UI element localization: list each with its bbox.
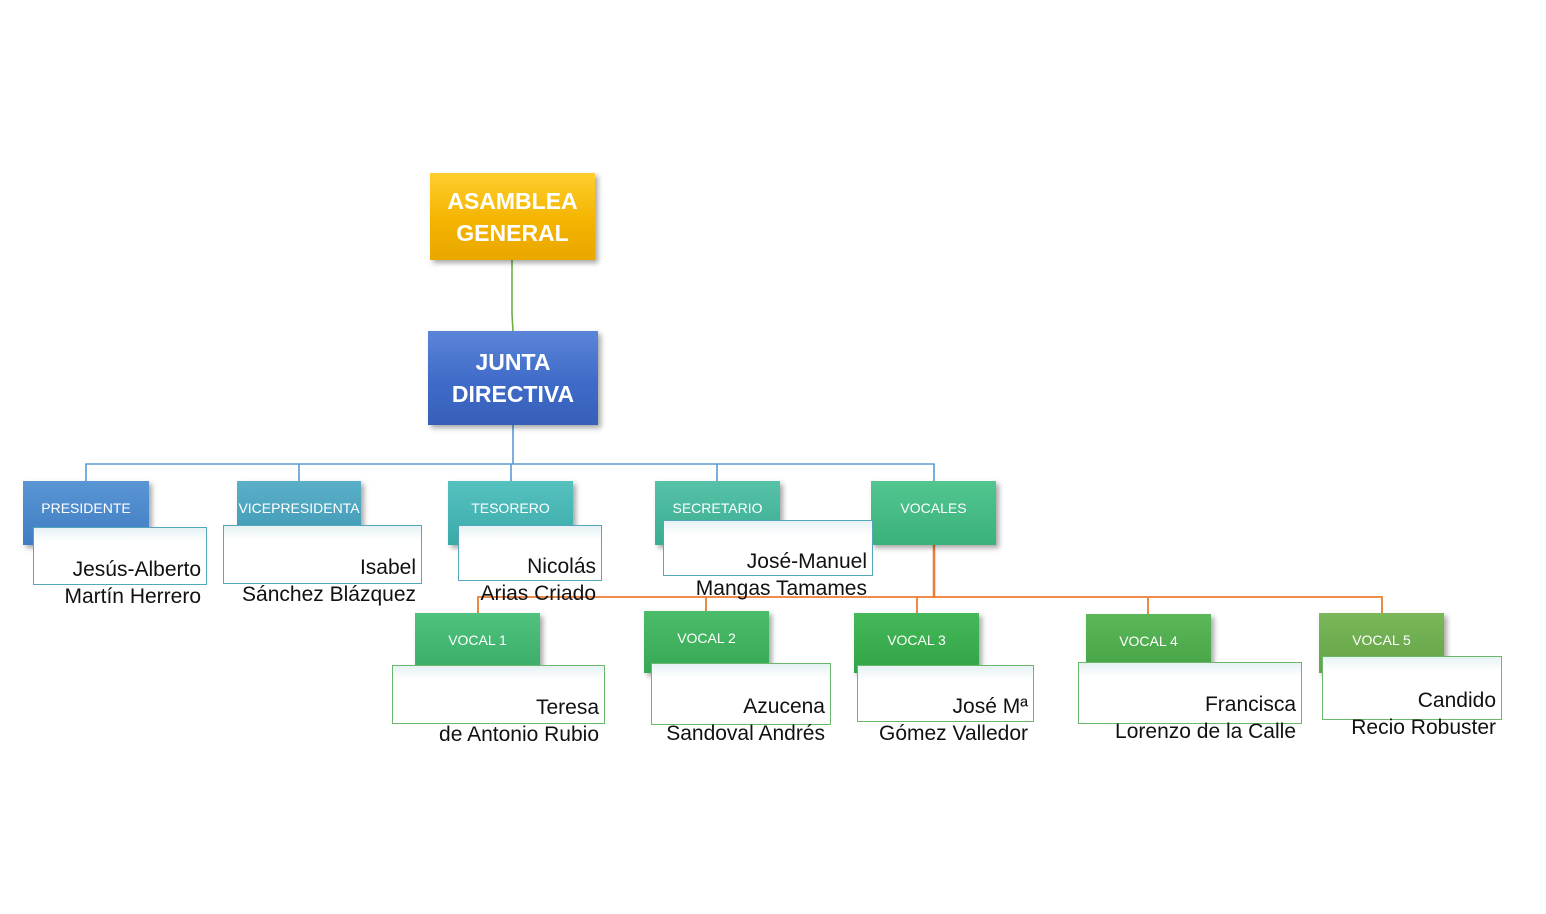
secretario-name: José-Manuel Mangas Tamames [695, 550, 867, 600]
connector-vocals-bus [477, 596, 1383, 614]
presidente-label: PRESIDENTE [41, 500, 131, 516]
tesorero-name: Nicolás Arias Criado [480, 555, 596, 605]
vocal-1-label: VOCAL 1 [448, 632, 507, 648]
vocal-4-name: Francisca Lorenzo de la Calle [1115, 693, 1296, 743]
vocal-1-name-box: Teresa de Antonio Rubio [392, 665, 605, 746]
connector-asamblea-junta [511, 260, 514, 332]
vocal-5-name: Candido Recio Robuster [1351, 689, 1496, 739]
junta-directiva-box: JUNTA DIRECTIVA [428, 331, 598, 425]
vocal-2-box: VOCAL 2 [644, 611, 769, 673]
vocal-3-box: VOCAL 3 [854, 613, 979, 673]
presidente-name-box: Jesús-Alberto Martín Herrero [33, 527, 207, 608]
vocales-box: VOCALES [871, 481, 996, 545]
vicepresidenta-label: VICEPRESIDENTA [238, 500, 360, 516]
vocal-2-label: VOCAL 2 [677, 630, 736, 646]
vocal-2-name-box: Azucena Sandoval Andrés [651, 663, 831, 745]
vocal-3-name-box: José Mª Gómez Valledor [857, 665, 1034, 745]
vocal-1-name: Teresa de Antonio Rubio [439, 696, 599, 746]
vocal-3-label: VOCAL 3 [887, 632, 946, 648]
asamblea-general-label: ASAMBLEA GENERAL [447, 187, 578, 246]
vicepresidenta-name: Isabel Sánchez Blázquez [242, 556, 416, 606]
vocal-4-label: VOCAL 4 [1119, 633, 1178, 649]
secretario-name-box: José-Manuel Mangas Tamames [663, 520, 873, 600]
vocal-4-name-box: Francisca Lorenzo de la Calle [1078, 662, 1302, 743]
junta-directiva-label: JUNTA DIRECTIVA [451, 349, 575, 407]
asamblea-general-box: ASAMBLEA GENERAL [430, 173, 595, 260]
vocal-1-box: VOCAL 1 [415, 613, 540, 673]
connector-junta-roles [85, 425, 935, 481]
vicepresidenta-name-box: Isabel Sánchez Blázquez [223, 525, 422, 606]
vocal-3-name: José Mª Gómez Valledor [878, 695, 1028, 745]
presidente-name: Jesús-Alberto Martín Herrero [64, 558, 201, 608]
vocal-5-label: VOCAL 5 [1352, 632, 1411, 648]
secretario-label: SECRETARIO [672, 500, 763, 516]
vocales-label: VOCALES [900, 500, 967, 516]
vocal-2-name: Azucena Sandoval Andrés [666, 695, 825, 745]
tesorero-label: TESORERO [471, 500, 550, 516]
vocal-5-name-box: Candido Recio Robuster [1322, 656, 1502, 739]
tesorero-name-box: Nicolás Arias Criado [458, 525, 602, 605]
